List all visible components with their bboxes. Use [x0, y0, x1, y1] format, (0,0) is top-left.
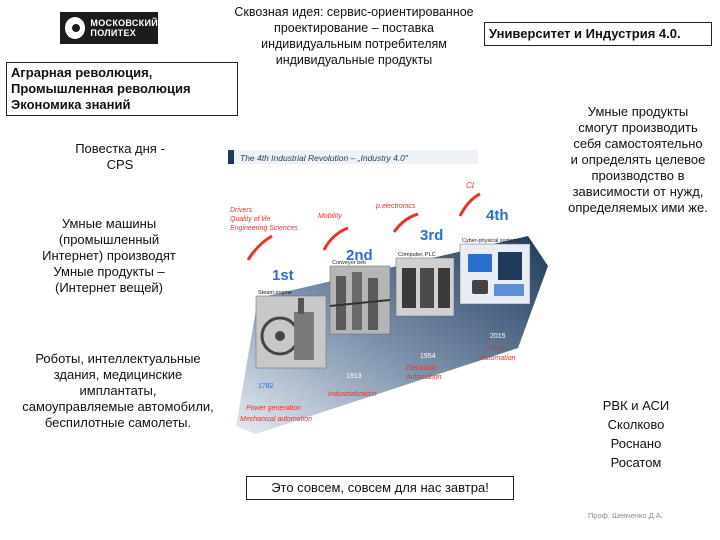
infographic-title: The 4th Industrial Revolution – „Industr… — [240, 153, 409, 163]
arrow-2 — [322, 226, 349, 251]
stage-arrows — [246, 192, 481, 261]
stage-4-caption: Cyber-physical systems — [462, 238, 520, 244]
stage-1-label: 1st — [272, 267, 294, 284]
stage-2-caption: Conveyor belt — [332, 260, 366, 266]
stage-1-desc-1: Power generation — [246, 405, 301, 412]
stage-4-desc-1: Smart — [486, 345, 506, 352]
engineering-sciences-label: Engineering Sciences — [230, 225, 298, 232]
stage-4-label: 4th — [486, 207, 509, 224]
org-item: Росатом — [610, 455, 662, 470]
tomorrow-box: Это совсем, совсем для нас завтра! — [246, 476, 514, 500]
stage-1-photo — [255, 295, 327, 369]
stage-4-year: 2015 — [490, 333, 506, 340]
drivers-label: Drivers — [230, 207, 253, 214]
org-item: РВК и АСИ — [602, 398, 670, 413]
revolutions-box: Аграрная революция, Промышленная революц… — [6, 62, 238, 116]
agenda-text: Повестка дня - CPS — [75, 141, 165, 172]
quality-of-life-label: Quality of life — [230, 216, 271, 223]
author-signature: Проф. Шевченко Д.А. — [588, 511, 663, 520]
logo-mark-icon — [65, 17, 86, 39]
stage-1-year: 1782 — [258, 383, 274, 390]
robots-text: Роботы, интеллектуальные здания, медицин… — [22, 351, 214, 430]
title-strip — [234, 150, 478, 164]
stage-3-desc-2: Automation — [405, 374, 442, 381]
core-idea-text: Сквозная идея: сервис-ориентированное пр… — [234, 5, 474, 67]
industry-4-infographic: The 4th Industrial Revolution – „Industr… — [228, 150, 548, 434]
stage-2-photo — [329, 265, 391, 335]
stage-3-label: 3rd — [420, 227, 443, 244]
arrow-3 — [392, 212, 419, 233]
title-strip-marker — [228, 150, 234, 164]
ci-label: CI — [466, 181, 475, 190]
stage-2-label: 2nd — [346, 247, 373, 264]
mobility-label: Mobility — [318, 213, 342, 220]
stage-2-desc-1: Industrialization — [328, 391, 377, 398]
stage-1-caption: Steam engine — [258, 290, 292, 296]
smart-products-text: Умные продукты смогут производить себя с… — [568, 104, 708, 215]
stage-1-desc-2: Mechanical automation — [240, 416, 312, 423]
smart-machines-text: Умные машины (промышленный Интернет) про… — [42, 216, 176, 295]
moscow-polytech-logo: МОСКОВСКИЙ ПОЛИТЕХ — [60, 12, 158, 44]
stage-2-year: 1913 — [346, 373, 362, 380]
org-item: Сколково — [607, 417, 665, 432]
stage-3-caption: Computer, PLC — [398, 252, 436, 258]
org-item: Роснано — [610, 436, 662, 451]
p-electronics-label: p.electronics — [375, 203, 416, 210]
arrow-4 — [458, 192, 481, 217]
stage-3-year: 1954 — [420, 353, 436, 360]
university-box: Университет и Индустрия 4.0. — [484, 22, 712, 46]
logo-text: МОСКОВСКИЙ ПОЛИТЕХ — [90, 18, 158, 38]
stage-4-desc-2: Automation — [479, 355, 516, 362]
stage-4-photo — [459, 243, 531, 305]
stage-3-photo — [395, 257, 455, 317]
arrow-1 — [246, 234, 273, 261]
orgs-list: РВК и АСИ Сколково Роснано Росатом — [588, 396, 684, 472]
stage-3-desc-1: Electronic — [406, 365, 437, 372]
